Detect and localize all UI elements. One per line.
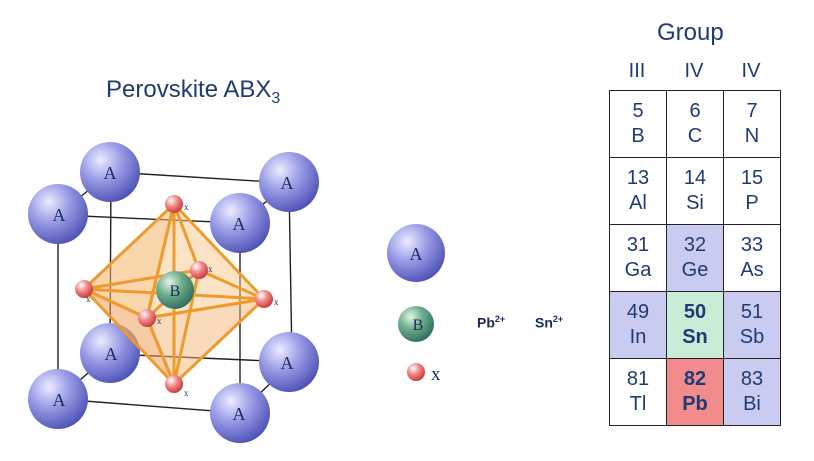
svg-text:A: A [53,205,66,225]
svg-text:A: A [105,344,118,364]
svg-text:x: x [431,364,441,385]
element-symbol: C [687,125,703,147]
bond-edge [198,268,265,301]
group-title: Group [657,19,724,46]
element-number: 31 [626,234,650,256]
element-number: 82 [683,368,707,390]
atom-A-front-top-right: A [210,193,270,253]
element-symbol: Tl [629,393,647,415]
element-number: 32 [683,234,707,256]
element-number: 5 [632,100,644,122]
atom-X-back: x [190,261,213,279]
atom-X-top: x [165,195,189,213]
atom-A-back-top-right: A [259,152,319,212]
element-symbol: N [744,125,760,147]
atom-A-back-bottom-right: A [259,332,319,392]
svg-text:A: A [233,214,246,234]
legend-atom-B: B [398,306,434,342]
svg-text:A: A [281,173,294,193]
svg-text:x: x [157,316,162,326]
svg-text:A: A [410,244,423,264]
ion-label-sn: Sn2+ [535,314,564,331]
svg-text:A: A [281,353,294,373]
element-symbol: As [740,259,764,281]
atom-X-right: x [255,290,279,308]
element-symbol: Sn [682,326,708,348]
element-number: 49 [626,301,650,323]
element-number: 50 [683,301,707,323]
svg-text:x: x [274,297,279,307]
atom-A-back-bottom-left: A [80,323,140,383]
element-symbol: Ge [681,259,709,281]
element-number: 15 [740,167,764,189]
atom-X-bottom: x [165,375,189,398]
element-number: 14 [683,167,707,189]
atom-X-left: x [75,280,93,304]
atom-A-front-bottom-left: A [28,369,88,429]
element-symbol: P [745,192,759,214]
element-number: 7 [746,100,758,122]
element-number: 51 [740,301,764,323]
element-symbol: Al [629,192,647,214]
group-header-1: III [628,60,646,82]
element-symbol: In [629,326,647,348]
group-header-3: IV [741,60,761,82]
bond-edge [172,269,201,385]
element-symbol: Bi [743,393,761,415]
svg-text:x: x [208,264,213,274]
atom-A-back-top-left: A [80,142,140,202]
element-symbol: Sb [739,326,765,348]
element-number: 6 [689,100,701,122]
atom-X-front: x [138,309,162,327]
element-symbol: Pb [682,393,708,415]
bond-edge [172,203,201,271]
element-symbol: Ga [624,259,652,281]
svg-text:B: B [413,317,424,334]
group-header-2: IV [684,60,704,82]
element-symbol: Si [686,192,704,214]
ion-label-pb: Pb2+ [477,314,506,331]
element-number: 33 [740,234,764,256]
svg-text:A: A [104,163,117,183]
element-number: 83 [740,368,764,390]
atom-A-front-bottom-right: A [210,383,270,443]
legend-atom-A: A [387,224,445,282]
svg-text:A: A [53,390,66,410]
element-number: 13 [626,167,650,189]
svg-text:x: x [86,294,91,304]
atom-B-center: B [156,271,194,309]
svg-text:x: x [184,202,189,212]
element-number: 81 [626,368,650,390]
svg-text:x: x [184,388,189,398]
atom-A-front-top-left: A [28,184,88,244]
svg-text:B: B [170,283,181,300]
svg-text:A: A [233,404,246,424]
element-symbol: B [631,125,645,147]
octahedron-face [145,297,266,386]
legend-atom-X: x [407,363,441,385]
perovskite-title: Perovskite ABX3 [106,76,281,107]
